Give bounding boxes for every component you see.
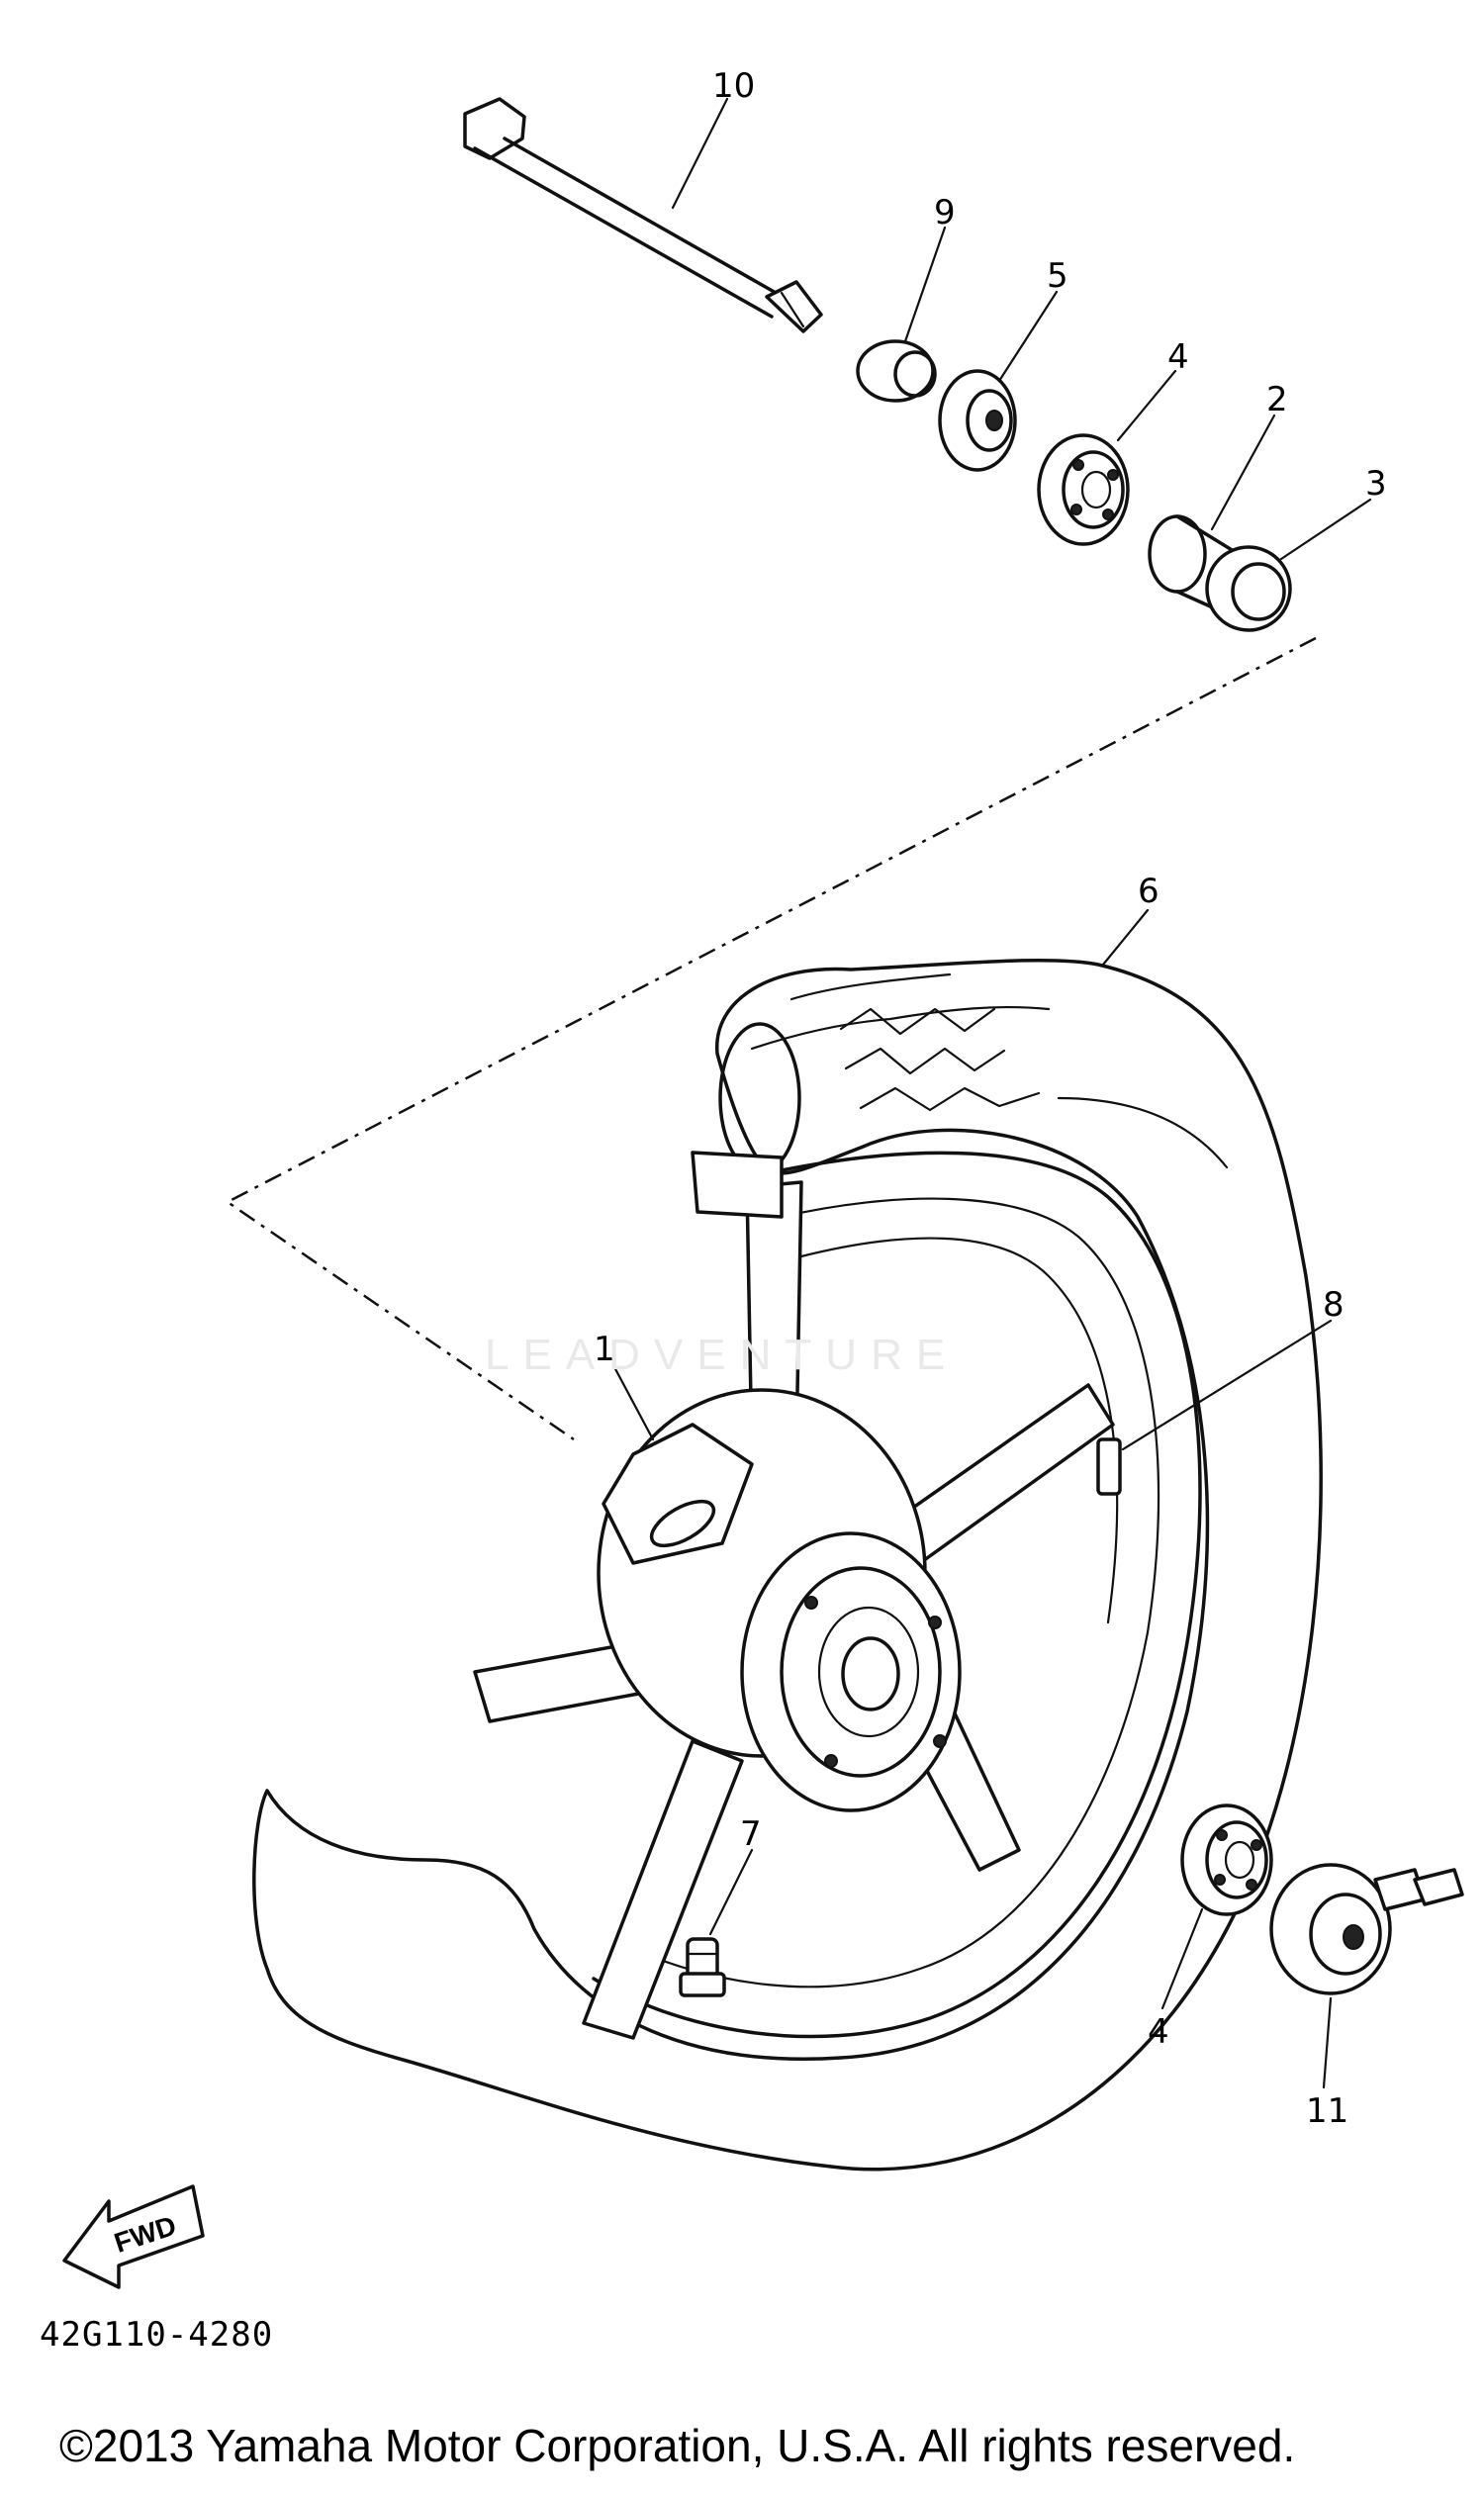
part-7-valve[interactable]: [679, 1937, 726, 1997]
callout-6: 6: [1138, 872, 1159, 911]
callout-4-upper: 4: [1167, 337, 1189, 377]
leader-11: [1322, 1996, 1333, 2089]
diagram-code: 42G110-4280: [40, 2315, 274, 2355]
leader-1: [611, 1363, 655, 1441]
callout-11: 11: [1306, 2091, 1348, 2131]
callout-2: 2: [1266, 380, 1288, 419]
callout-10: 10: [712, 66, 755, 106]
leader-9: [903, 226, 947, 343]
leader-3: [1279, 498, 1372, 561]
callout-5: 5: [1047, 256, 1068, 296]
fwd-arrow: FWD: [62, 2184, 205, 2289]
part-4-bearing-lower[interactable]: [1180, 1803, 1273, 1916]
part-3-flange-collar[interactable]: [1205, 545, 1292, 632]
leader-4-upper: [1116, 369, 1177, 442]
callout-1: 1: [594, 1330, 615, 1369]
leader-2: [1210, 414, 1276, 531]
callout-7: 7: [740, 1814, 762, 1854]
leader-6: [1101, 908, 1150, 967]
leader-4-lower: [1160, 1907, 1204, 2010]
part-9-collar[interactable]: [856, 339, 937, 403]
watermark: LEADVENTURE: [485, 1331, 960, 1379]
part-5-oil-seal[interactable]: [938, 369, 1017, 472]
axle-centerline: [225, 636, 1317, 1441]
leader-10: [671, 97, 729, 210]
leader-7: [708, 1848, 754, 1936]
part-11-meter-gear-unit[interactable]: [1269, 1863, 1464, 1995]
part-1-cast-wheel[interactable]: [473, 1151, 1202, 2040]
callout-4-lower: 4: [1148, 2012, 1169, 2052]
copyright-notice: ©2013 Yamaha Motor Corporation, U.S.A. A…: [59, 2420, 1296, 2471]
callout-8: 8: [1323, 1285, 1345, 1325]
leader-5: [997, 290, 1059, 383]
leader-8: [1121, 1319, 1333, 1451]
part-8-balance-weight[interactable]: [1096, 1437, 1122, 1496]
part-4-bearing-upper[interactable]: [1037, 433, 1130, 546]
callout-3: 3: [1365, 464, 1387, 504]
part-10-axle[interactable]: [463, 97, 823, 333]
callout-9: 9: [934, 193, 956, 232]
